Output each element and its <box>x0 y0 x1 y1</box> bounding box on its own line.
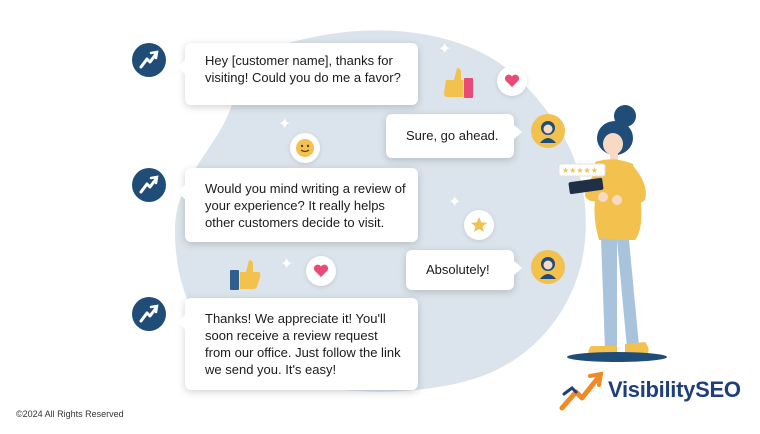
smiley-icon <box>296 139 314 157</box>
heart-icon <box>504 74 520 87</box>
visibilityseo-arrow-icon <box>139 50 159 69</box>
brand-avatar <box>132 168 166 202</box>
message-text: Hey [customer name], thanks for visiting… <box>205 53 401 85</box>
floor-shadow <box>567 352 667 362</box>
user-avatar <box>531 250 565 284</box>
sparkle-icon: ✦ <box>448 194 462 211</box>
chat-bubble-business: Would you mind writing a review of your … <box>177 168 418 242</box>
logo-text: VisibilitySEO <box>608 377 741 402</box>
brand-avatar <box>132 297 166 331</box>
logo-arrow-icon <box>559 371 604 411</box>
woman-avatar-icon <box>540 257 556 279</box>
smiley-badge <box>290 133 320 163</box>
message-text: Sure, go ahead. <box>406 128 499 143</box>
thumbs-up-icon <box>444 68 473 98</box>
sparkle-icon: ✦ <box>438 41 452 58</box>
visibilityseo-arrow-icon <box>139 175 159 194</box>
message-text: Absolutely! <box>426 262 490 277</box>
sparkle-icon: ✦ <box>280 256 294 273</box>
heart-badge <box>497 66 527 96</box>
svg-text:★★★★★: ★★★★★ <box>562 166 598 175</box>
user-avatar <box>531 114 565 148</box>
chat-bubble-business: Hey [customer name], thanks for visiting… <box>177 43 418 105</box>
star-badge <box>464 210 494 240</box>
woman-avatar-icon <box>540 121 556 143</box>
chat-bubble-business: Thanks! We appreciate it! You'll soon re… <box>177 298 418 390</box>
sparkle-icon: ✦ <box>278 116 292 133</box>
star-icon <box>471 217 487 232</box>
thumbs-up-icon <box>230 260 261 290</box>
visibilityseo-arrow-icon <box>139 304 159 323</box>
heart-icon <box>313 264 329 277</box>
woman-with-phone-illustration: ★★★★★ <box>558 105 649 356</box>
brand-avatar <box>132 43 166 77</box>
visibilityseo-logo: VisibilitySEO <box>558 366 748 418</box>
copyright-text: ©2024 All Rights Reserved <box>16 409 124 419</box>
message-text: Thanks! We appreciate it! You'll soon re… <box>205 311 401 377</box>
chat-bubble-customer: Sure, go ahead. <box>386 114 522 158</box>
message-text: Would you mind writing a review of your … <box>205 181 406 230</box>
heart-badge <box>306 256 336 286</box>
chat-bubble-customer: Absolutely! <box>406 250 522 290</box>
